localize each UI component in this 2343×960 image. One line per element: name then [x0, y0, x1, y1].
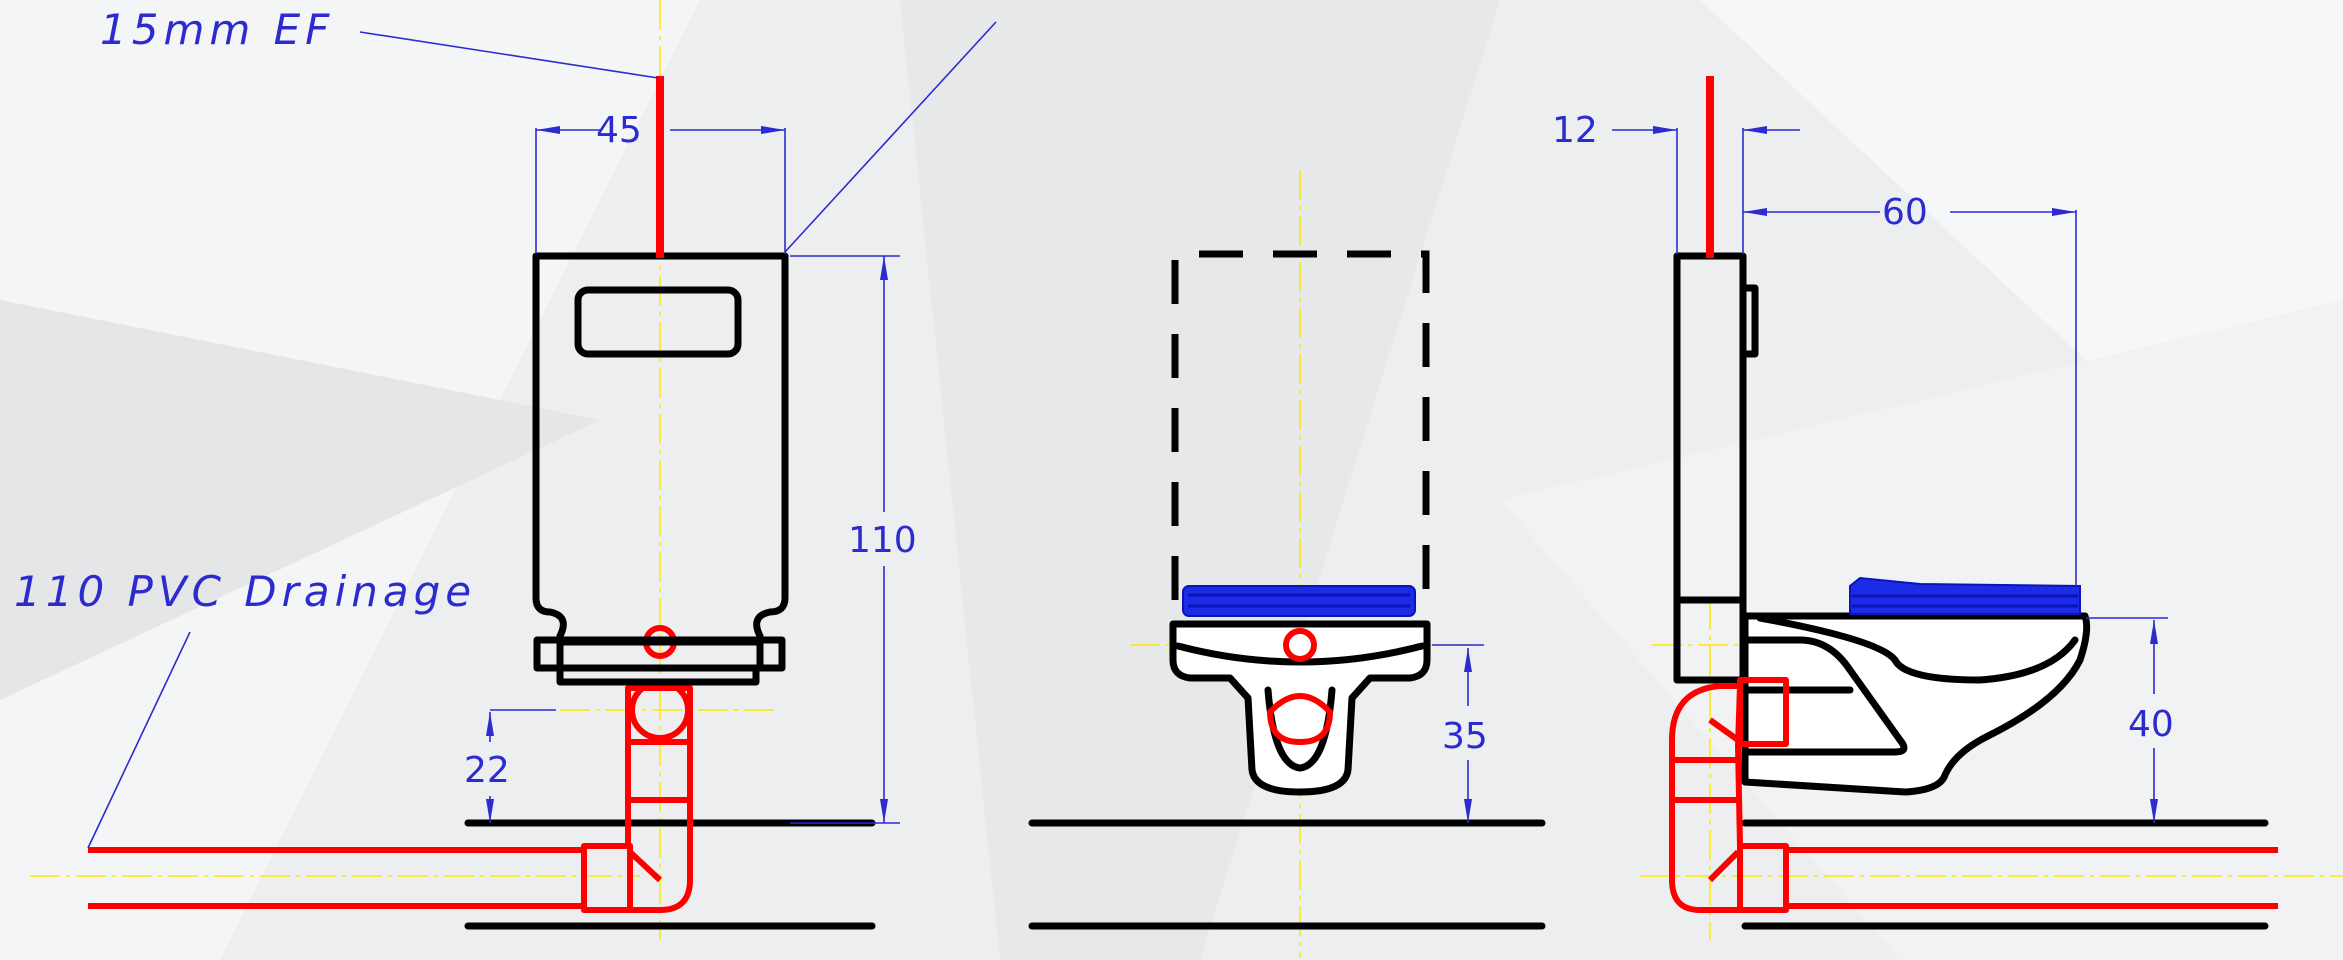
drain-socket-side	[1737, 843, 1789, 913]
pan-body-side	[1741, 612, 2091, 796]
dim-projection: 60	[1882, 192, 1928, 233]
dim-pan-height-front: 35	[1442, 716, 1488, 757]
side-elevation-view: 12 60 40	[1552, 76, 2343, 940]
dim-drain-height: 22	[464, 750, 510, 791]
toilet-seat-front	[1182, 585, 1416, 617]
dim-cistern-height: 110	[848, 520, 917, 561]
drain-bend-side	[1669, 683, 1743, 913]
cistern-base-step	[556, 664, 760, 686]
hidden-cistern-outline	[1171, 250, 1430, 600]
front-pan-view: 35	[1028, 170, 1546, 958]
dim-wall-gap: 12	[1552, 110, 1598, 151]
label-water-feed: 15mm EF	[100, 5, 334, 54]
label-drainage: 110 PVC Drainage	[14, 567, 476, 616]
flush-button-side	[1739, 284, 1759, 358]
drain-riser	[625, 685, 693, 913]
annotation-labels: 15mm EF 110 PVC Drainage	[14, 5, 659, 849]
dim-pan-height-side: 40	[2128, 704, 2174, 745]
pan-body-front	[1169, 620, 1431, 796]
drain-elbow-socket	[581, 843, 633, 913]
pan-outlet-circle	[1283, 628, 1317, 662]
dim-cistern-width: 45	[596, 110, 642, 151]
flush-plate-panel	[574, 286, 742, 358]
front-cistern-view: 45 110 22	[30, 0, 997, 940]
